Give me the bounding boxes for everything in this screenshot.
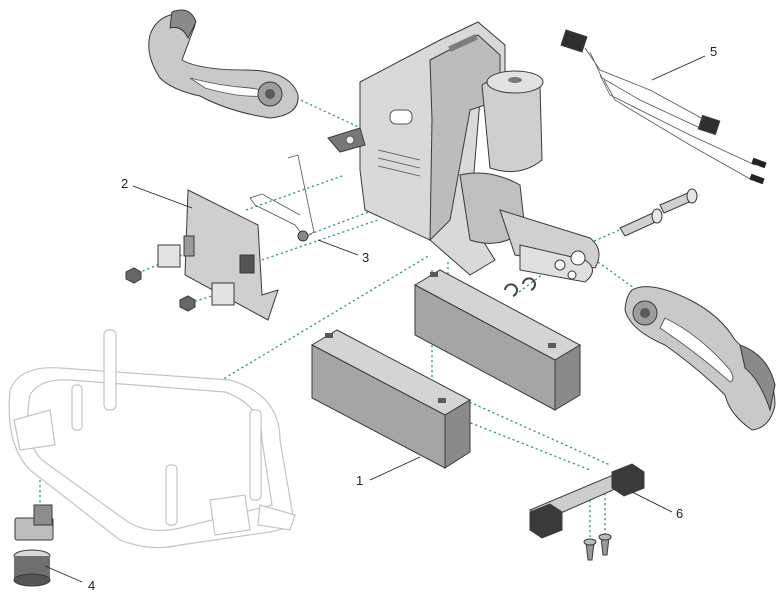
- board-cap: [183, 235, 195, 257]
- callout-3-label: 3: [362, 250, 369, 265]
- wire-bracket-frame: [249, 154, 315, 239]
- board-connector-1: [157, 244, 181, 268]
- bracket-pad-right: [611, 463, 645, 497]
- harness-terminal-2: [749, 173, 765, 185]
- right-arm-hook: [739, 344, 776, 412]
- guide-pins: [584, 194, 701, 246]
- callout-2: 2: [121, 176, 193, 209]
- callout-5: 5: [651, 44, 717, 81]
- mounting-bracket-part: [528, 463, 645, 561]
- callout-3-leader: [317, 239, 359, 256]
- battery-back-side: [554, 344, 581, 411]
- callout-4: 4: [44, 565, 95, 593]
- callout-5-leader: [651, 55, 706, 81]
- base-tray: [8, 329, 296, 549]
- foot-part: [13, 504, 54, 587]
- callout-6: 6: [631, 491, 683, 521]
- right-arm-slot: [659, 317, 734, 383]
- nut-2: [179, 295, 196, 312]
- base-foot-right: [209, 494, 251, 536]
- guide-board-1: [245, 174, 346, 211]
- e-clip-2: [522, 277, 536, 291]
- callout-1: 1: [356, 456, 421, 488]
- board-connector-2: [211, 282, 235, 306]
- callout-4-label: 4: [88, 578, 95, 593]
- guide-left-arm: [291, 95, 366, 131]
- callout-1-leader: [369, 456, 421, 481]
- wire-bracket-screw: [297, 230, 309, 242]
- battery-back: [413, 269, 582, 411]
- battery-front-terminal-1: [325, 333, 333, 338]
- base-post-3: [165, 464, 178, 526]
- gear-housing-vents: [377, 149, 421, 177]
- right-arm-part: [624, 286, 776, 431]
- right-arm-hub-center: [640, 308, 650, 318]
- battery-front-side: [444, 399, 471, 469]
- pin-long-head: [651, 208, 663, 224]
- guide-bracket6-a: [437, 409, 591, 471]
- battery-back-terminal-1: [430, 272, 438, 277]
- drive-pivot-1: [570, 250, 586, 266]
- harness-terminal-1: [751, 157, 767, 169]
- battery-front-terminal-2: [438, 398, 446, 403]
- base-post-1: [103, 329, 117, 411]
- gear-housing-slot: [448, 33, 478, 53]
- battery-front: [310, 329, 472, 469]
- left-arm-part: [148, 9, 299, 119]
- gear-housing-window: [389, 109, 413, 125]
- harness-connector-mid: [697, 114, 721, 136]
- harness-wires: [584, 47, 756, 181]
- callouts: 1 2 3 4 5 6: [44, 44, 717, 593]
- wire-harness-part: [560, 29, 767, 185]
- foot-cylinder-bottom: [13, 573, 51, 587]
- callout-6-leader: [631, 491, 673, 513]
- pin-short-head: [686, 188, 698, 204]
- left-arm-hub-center: [265, 89, 275, 99]
- harness-connector-top: [560, 29, 588, 53]
- left-arm-hook: [169, 9, 197, 40]
- motor-cap-shaft: [508, 77, 522, 83]
- callout-3: 3: [317, 239, 369, 265]
- drive-pivot-3: [567, 270, 577, 280]
- callout-4-leader: [44, 565, 83, 583]
- callout-6-label: 6: [676, 506, 683, 521]
- callout-2-label: 2: [121, 176, 128, 191]
- bracket-pad-left: [529, 503, 563, 539]
- small-lever-pin: [345, 135, 355, 145]
- base-lip-right: [257, 504, 296, 531]
- callout-5-label: 5: [710, 44, 717, 59]
- battery-back-terminal-2: [548, 343, 556, 348]
- guide-board-2: [261, 219, 379, 261]
- pins-and-clips: [504, 188, 698, 297]
- callout-2-leader: [132, 185, 193, 209]
- base-tab-left: [13, 409, 56, 451]
- callout-1-label: 1: [356, 473, 363, 488]
- screw-2-head: [598, 533, 612, 541]
- base-post-2: [71, 384, 83, 431]
- nut-1: [125, 267, 142, 284]
- board-plate: [184, 189, 279, 321]
- base-post-4: [249, 409, 262, 501]
- drive-pivot-2: [554, 259, 566, 271]
- screw-1-head: [583, 538, 597, 546]
- foot-bracket-top: [33, 504, 53, 526]
- board-header: [239, 254, 255, 274]
- motor-gear-unit: [327, 21, 600, 283]
- e-clip-1: [504, 283, 518, 297]
- guide-bracket6-b: [464, 399, 611, 466]
- guide-base-to-unit: [129, 254, 431, 436]
- circuit-board-part: [125, 189, 279, 321]
- wire-bracket-part: [249, 154, 315, 242]
